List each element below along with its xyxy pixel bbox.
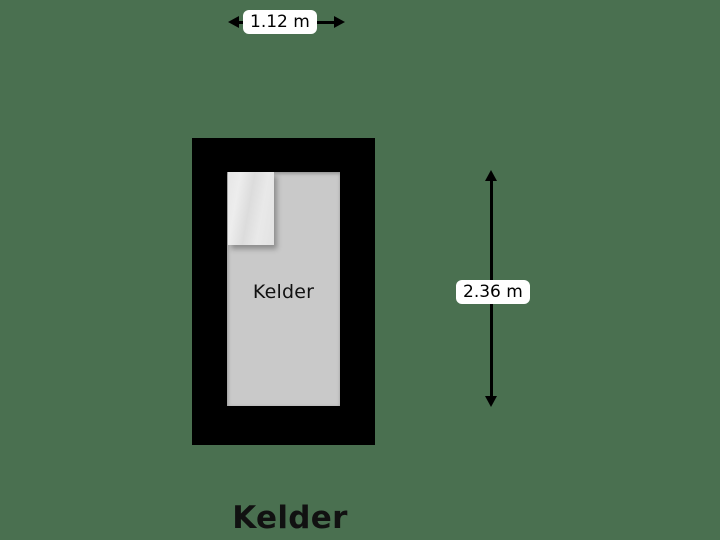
arrow-up-icon <box>484 170 497 181</box>
arrow-left-icon <box>228 15 239 28</box>
height-dimension-label: 2.36 m <box>456 280 530 304</box>
room-label-kelder: Kelder <box>252 281 315 303</box>
arrow-right-icon <box>334 15 345 28</box>
stairs-block <box>228 172 274 245</box>
arrow-down-icon <box>484 396 497 407</box>
width-dimension-label: 1.12 m <box>243 10 317 34</box>
page-title: Kelder <box>232 500 348 536</box>
